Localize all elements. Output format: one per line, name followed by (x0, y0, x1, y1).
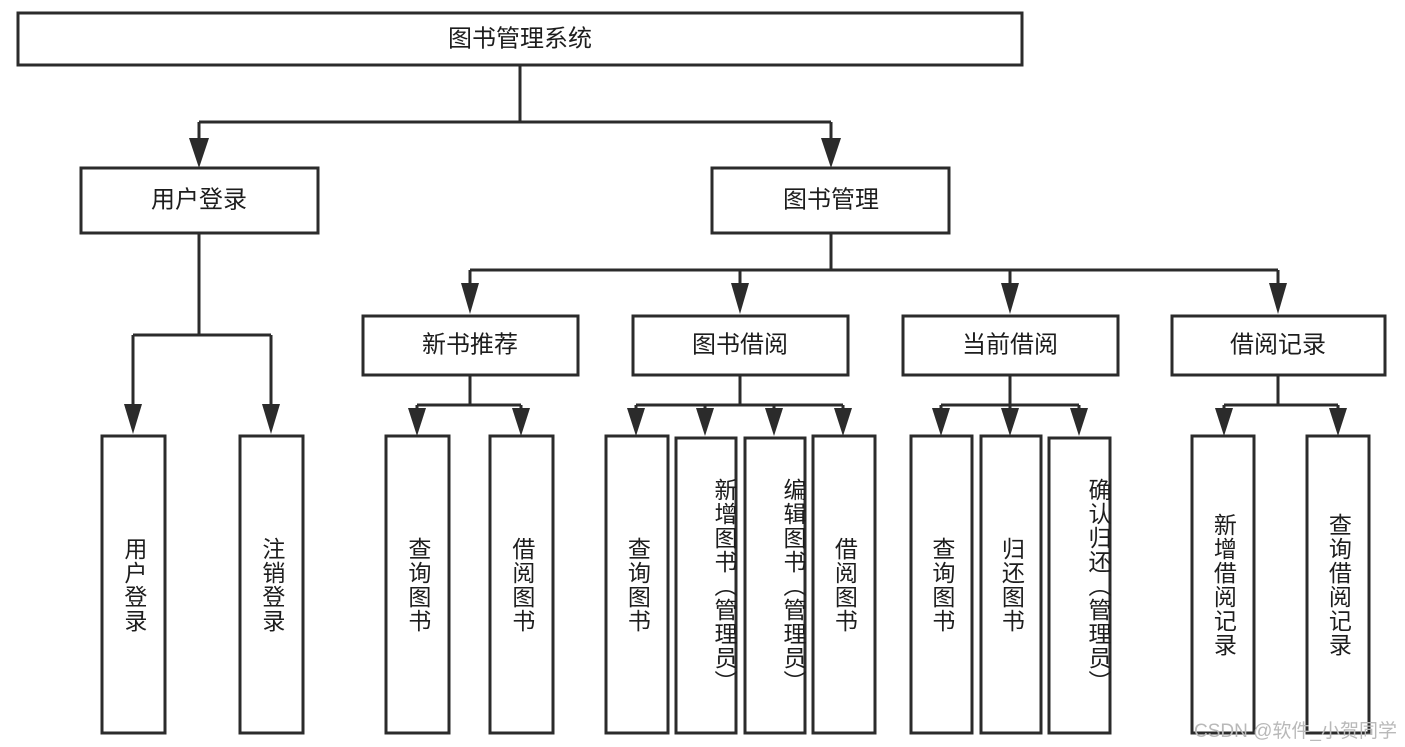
node-book-manage-label: 图书管理 (783, 186, 879, 213)
arrowhead-leaf-borrow-book-1 (512, 408, 530, 436)
node-leaf-query-record-label: 查询借阅记录 (1325, 512, 1352, 657)
node-user-login[interactable]: 用户登录 (79, 166, 320, 235)
node-leaf-logout-login-label: 注销登录 (258, 536, 285, 633)
node-leaf-return-book-box[interactable] (979, 434, 1043, 735)
node-leaf-add-record-box[interactable] (1190, 434, 1256, 735)
node-leaf-query-book-1-label: 查询图书 (404, 536, 431, 633)
node-leaf-logout-login-box[interactable] (238, 434, 305, 735)
node-leaf-query-record-box[interactable] (1305, 434, 1371, 735)
node-root-box[interactable] (16, 11, 1024, 67)
arrowhead-current-borrow (1001, 283, 1019, 314)
node-leaf-add-book-box[interactable] (674, 436, 738, 735)
arrowhead-new-book-recommend (461, 283, 479, 314)
node-leaf-edit-book-label: 编辑图书（管理员） (780, 477, 806, 694)
node-current-borrow[interactable]: 当前借阅 (901, 314, 1120, 377)
node-leaf-borrow-book-2-box[interactable] (811, 434, 877, 735)
node-borrow-record-label: 借阅记录 (1230, 331, 1326, 358)
node-book-borrow[interactable]: 图书借阅 (631, 314, 850, 377)
node-leaf-query-book-1-box[interactable] (384, 434, 451, 735)
node-book-manage[interactable]: 图书管理 (710, 166, 951, 235)
arrowhead-leaf-edit-book (765, 408, 783, 436)
arrowhead-book-borrow (731, 283, 749, 314)
node-leaf-return-book-label: 归还图书 (998, 536, 1025, 633)
node-new-book-recommend-box[interactable] (361, 314, 580, 377)
csdn-watermark: CSDN @软件_小贺同学 (1194, 721, 1397, 742)
arrowhead-leaf-add-book (696, 408, 714, 436)
arrowhead-leaf-confirm-return (1070, 408, 1088, 436)
arrowhead-leaf-query-book-1 (408, 408, 426, 436)
node-book-borrow-box[interactable] (631, 314, 850, 377)
node-book-manage-box[interactable] (710, 166, 951, 235)
node-root[interactable]: 图书管理系统 (16, 11, 1024, 67)
node-leaf-borrow-book-1-label: 借阅图书 (508, 536, 535, 633)
node-leaf-query-book-2-label: 查询图书 (624, 536, 651, 633)
node-leaf-add-record-label: 新增借阅记录 (1210, 512, 1237, 657)
node-leaf-add-book-label: 新增图书（管理员） (711, 477, 737, 694)
node-leaf-query-book-3-box[interactable] (909, 434, 974, 735)
node-leaf-confirm-return-box[interactable] (1047, 436, 1112, 735)
arrowhead-user-login (189, 138, 209, 168)
arrowhead-leaf-borrow-book-2 (834, 408, 852, 436)
node-leaf-query-book-2-box[interactable] (604, 434, 670, 735)
node-leaf-user-login-label: 用户登录 (120, 536, 147, 633)
arrowhead-leaf-query-book-2 (627, 408, 645, 436)
node-current-borrow-label: 当前借阅 (962, 331, 1058, 358)
arrowhead-leaf-user-login (124, 404, 142, 434)
arrowhead-leaf-add-record (1215, 408, 1233, 436)
node-user-login-label: 用户登录 (151, 186, 247, 213)
node-new-book-recommend-label: 新书推荐 (422, 331, 518, 358)
node-current-borrow-box[interactable] (901, 314, 1120, 377)
arrowhead-leaf-query-book-3 (932, 408, 950, 436)
connector-group (124, 65, 1347, 436)
node-new-book-recommend[interactable]: 新书推荐 (361, 314, 580, 377)
arrowhead-leaf-query-record (1329, 408, 1347, 436)
node-user-login-box[interactable] (79, 166, 320, 235)
arrowhead-leaf-logout-login (262, 404, 280, 434)
node-borrow-record-box[interactable] (1170, 314, 1387, 377)
node-leaf-confirm-return-label: 确认归还（管理员） (1085, 477, 1111, 694)
node-leaf-borrow-book-2-label: 借阅图书 (831, 536, 858, 633)
node-leaf-borrow-book-1-box[interactable] (488, 434, 555, 735)
arrowhead-book-manage (821, 138, 841, 168)
node-leaf-edit-book-box[interactable] (743, 436, 807, 735)
node-root-label: 图书管理系统 (448, 25, 592, 52)
node-leaf-query-book-3-label: 查询图书 (928, 536, 955, 633)
arrowhead-borrow-record (1269, 283, 1287, 314)
node-leaf-user-login-box[interactable] (100, 434, 167, 735)
arrowhead-leaf-return-book (1001, 408, 1019, 436)
node-book-borrow-label: 图书借阅 (692, 331, 788, 358)
node-borrow-record[interactable]: 借阅记录 (1170, 314, 1387, 377)
